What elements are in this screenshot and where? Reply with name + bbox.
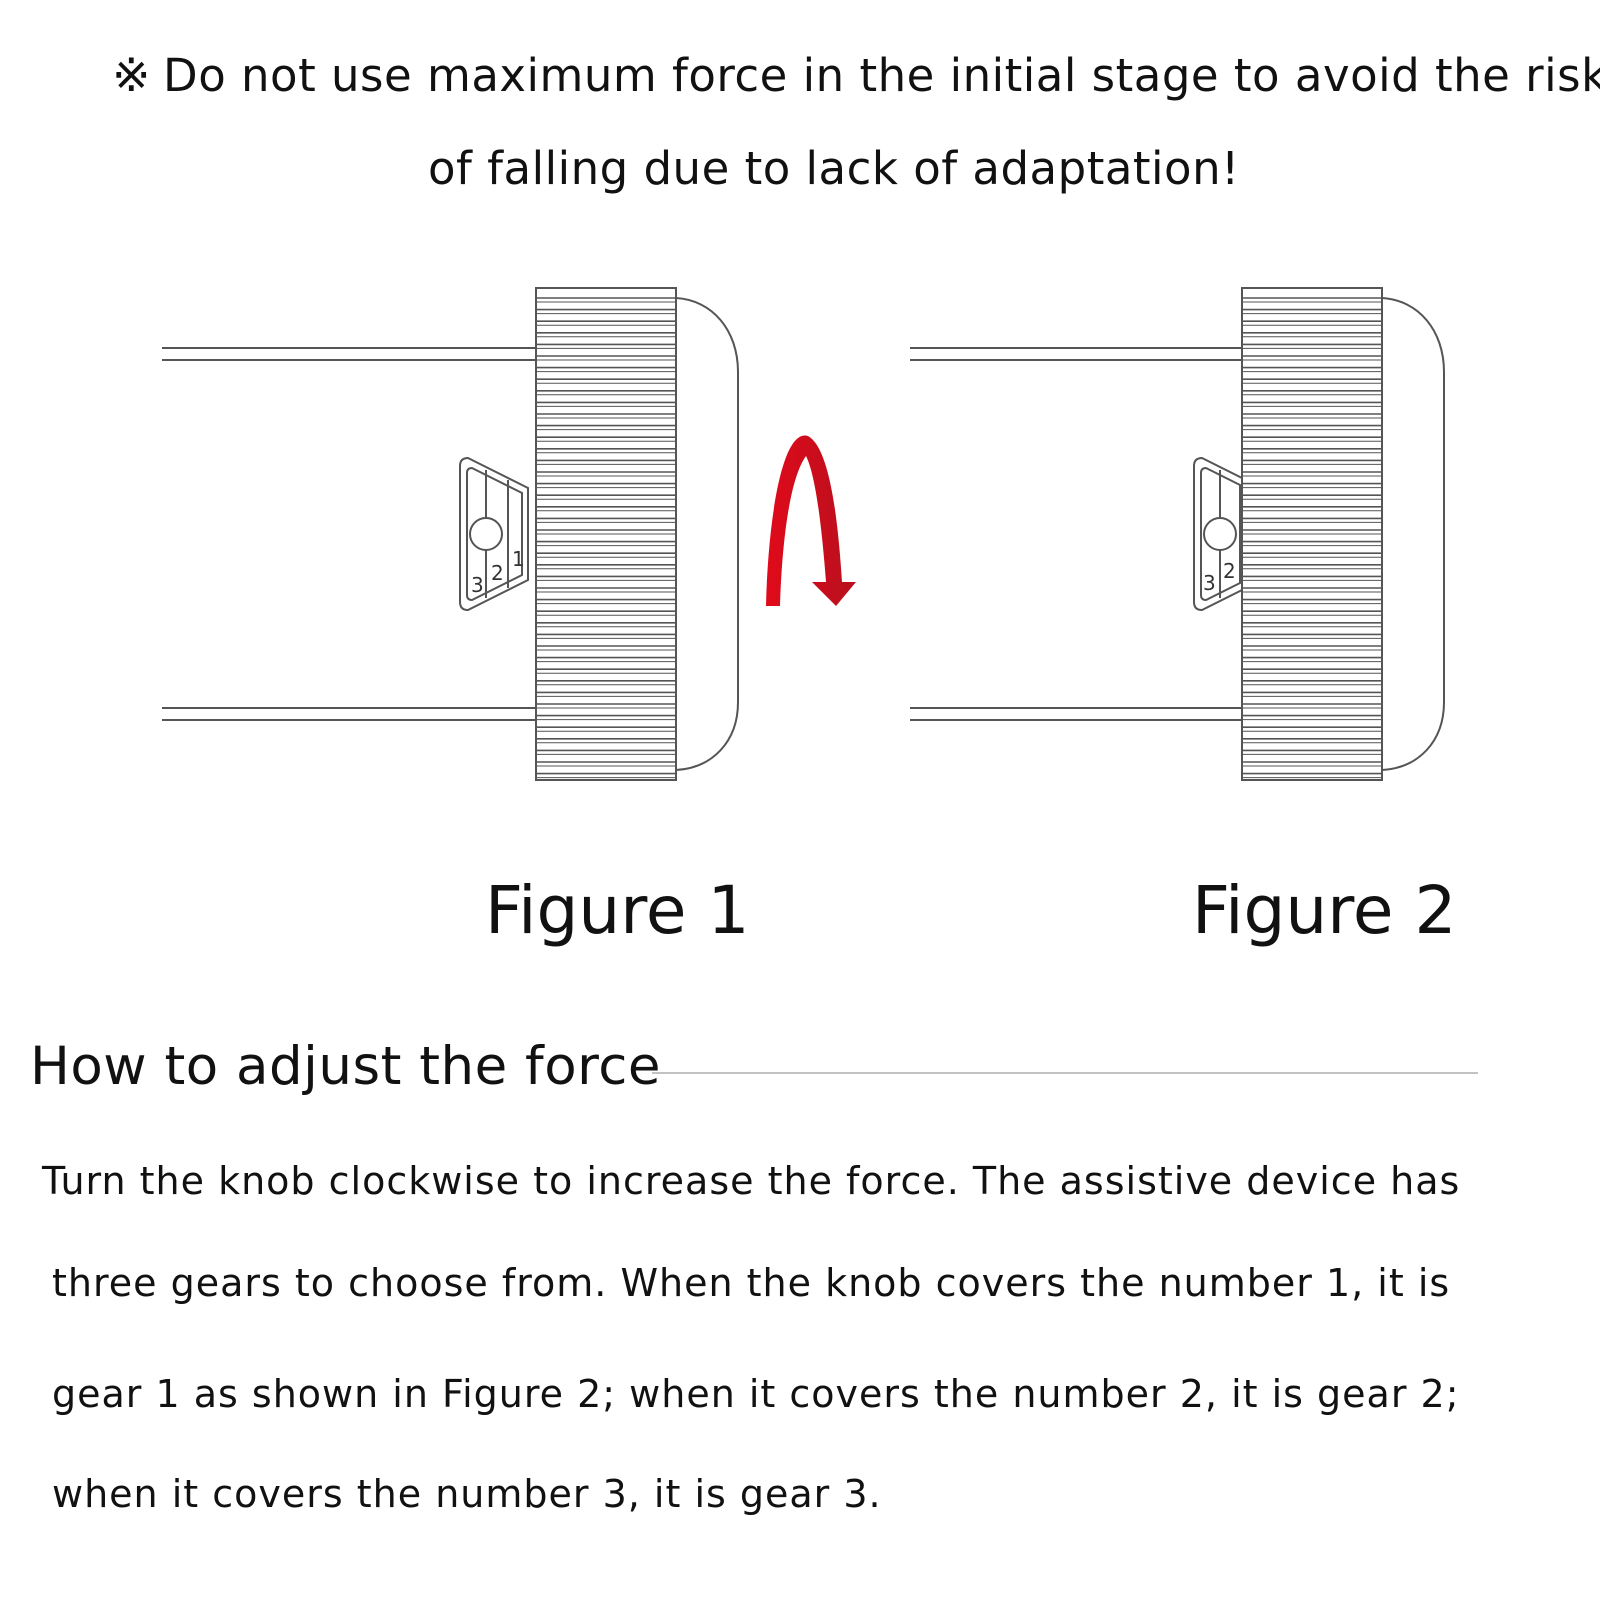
warning-line-2: of falling due to lack of adaptation! bbox=[428, 142, 1240, 195]
warning-text-1: Do not use maximum force in the initial … bbox=[163, 49, 1600, 102]
reference-mark-icon: ※ bbox=[112, 48, 152, 102]
gear-number: 3 bbox=[1203, 571, 1216, 595]
figure-1-caption: Figure 1 bbox=[485, 872, 750, 949]
gear-indicator-plate bbox=[1193, 456, 1243, 612]
warning-line-1: ※Do not use maximum force in the initial… bbox=[112, 52, 1600, 98]
end-cap bbox=[675, 297, 739, 771]
clockwise-arrow-icon bbox=[766, 435, 856, 606]
gear-number: 3 bbox=[471, 573, 484, 597]
gear-number: 1 bbox=[512, 547, 525, 571]
instruction-line-3: gear 1 as shown in Figure 2; when it cov… bbox=[52, 1372, 1460, 1416]
gear-number: 2 bbox=[1223, 559, 1236, 583]
end-cap bbox=[1381, 297, 1445, 771]
knob-ribs bbox=[536, 297, 676, 779]
gear-indicator-plate bbox=[459, 456, 529, 612]
figure-1-drawing: 3 2 1 bbox=[162, 287, 739, 781]
knob-ribs bbox=[1242, 297, 1382, 779]
gear-number: 2 bbox=[491, 561, 504, 585]
instruction-line-1: Turn the knob clockwise to increase the … bbox=[42, 1159, 1461, 1203]
instruction-line-4: when it covers the number 3, it is gear … bbox=[52, 1472, 882, 1516]
figure-2-caption: Figure 2 bbox=[1192, 872, 1457, 949]
section-title: How to adjust the force bbox=[30, 1036, 661, 1097]
instruction-line-2: three gears to choose from. When the kno… bbox=[52, 1261, 1451, 1305]
title-divider bbox=[652, 1072, 1478, 1074]
figure-2-drawing: 3 2 bbox=[910, 287, 1445, 781]
